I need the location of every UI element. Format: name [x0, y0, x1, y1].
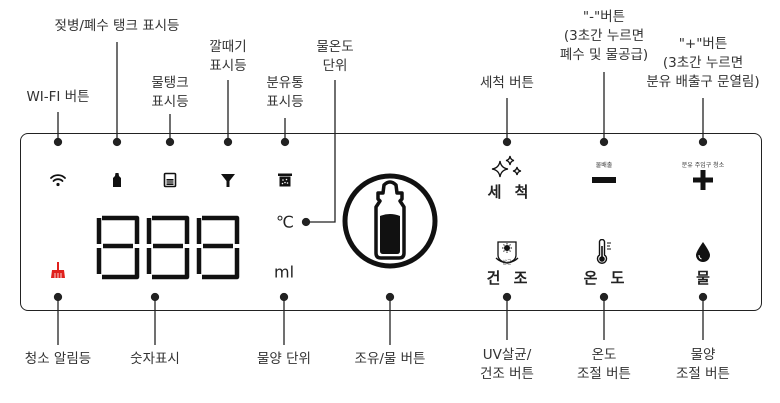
label-uv-button: UV살균/건조 버튼: [480, 347, 534, 382]
water-button-text[interactable]: 물: [696, 269, 714, 287]
clean-button-text[interactable]: 세 척: [487, 183, 533, 201]
water-tank-icon: [163, 172, 177, 188]
bottle-tank-icon: [113, 173, 121, 187]
minus-button[interactable]: [592, 177, 616, 183]
label-volume-unit: 물양 단위: [257, 351, 311, 367]
sparkle-clean-icon[interactable]: [490, 155, 524, 181]
thermometer-icon[interactable]: [595, 239, 613, 265]
seven-segment-digit: [146, 215, 190, 280]
formula-container-icon: [278, 173, 292, 187]
label-wifi-button: WI-FI 버튼: [26, 89, 90, 105]
plus-button[interactable]: [692, 169, 714, 191]
ml-unit: ml: [273, 262, 295, 282]
funnel-icon: [221, 174, 235, 187]
label-clean-button: 세척 버튼: [480, 75, 534, 91]
wifi-icon[interactable]: [49, 173, 67, 187]
uv-button-text[interactable]: 건 조: [486, 269, 532, 287]
control-panel: [20, 133, 762, 311]
label-bottle-tank-indicator: 젖병/폐수 탱크 표시등: [54, 18, 180, 34]
clean-alarm-brush-icon: [51, 262, 65, 278]
plus-caption: 분유 주입구 청소: [681, 162, 725, 169]
water-drop-icon[interactable]: [695, 241, 711, 263]
temp-button-text[interactable]: 온 도: [583, 269, 629, 287]
label-brew-button: 조유/물 버튼: [354, 351, 426, 367]
uv-icon-caption: 살균: [502, 260, 512, 266]
celsius-unit: ℃: [276, 212, 294, 232]
seven-segment-digit: [96, 215, 140, 280]
brew-button-bottle-icon[interactable]: [340, 171, 440, 271]
minus-caption: 물배출: [595, 162, 613, 169]
digit-display: [96, 215, 240, 280]
label-digit-display: 숫자표시: [130, 351, 180, 367]
seven-segment-digit: [196, 215, 240, 280]
uv-sterilize-icon[interactable]: [494, 240, 520, 264]
label-clean-alarm: 청소 알림등: [24, 351, 92, 367]
